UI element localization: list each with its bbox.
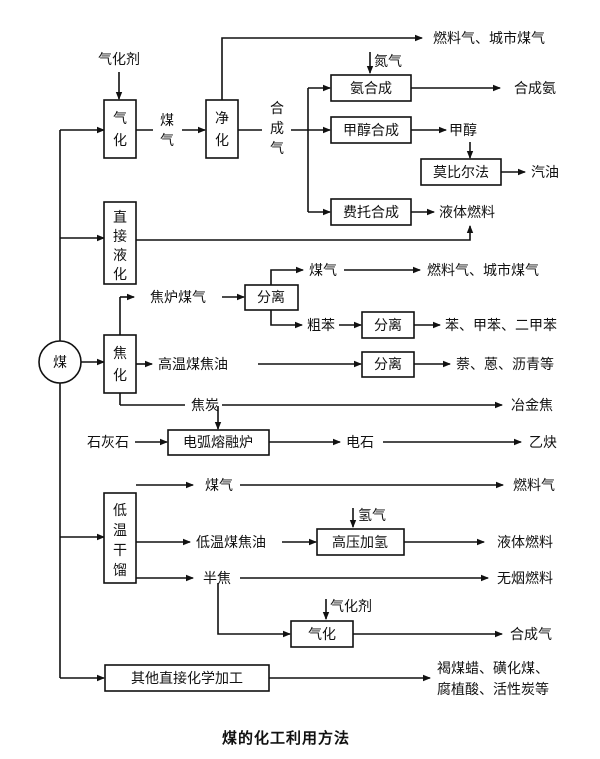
purify-box-char-1: 净	[215, 111, 229, 127]
syngas-label-char-3: 气	[270, 141, 284, 157]
lowtemp-tar-label: 低温煤焦油	[196, 535, 266, 551]
lowtemp-gasify-label: 气化	[308, 627, 336, 643]
gasification-agent-label: 气化剂	[98, 52, 140, 68]
separate-box-2	[361, 311, 415, 339]
semicoke-to-gasify-arrow	[217, 583, 291, 638]
hydrogenation-label: 高压加氢	[332, 534, 388, 551]
lowtemp-box	[103, 492, 137, 584]
methanol-synthesis-label: 甲醇合成	[343, 122, 399, 139]
other-products-line-2: 腐植酸、活性炭等	[437, 681, 549, 698]
separate-label-1: 分离	[257, 289, 285, 306]
liquefaction-box-char-1: 直	[113, 209, 127, 226]
acetylene-product: 乙炔	[529, 435, 557, 451]
fuel-gas-product: 燃料气、城市煤气	[433, 30, 545, 47]
lowtemp-box-char-4: 馏	[113, 563, 127, 579]
separate-label-2: 分离	[374, 317, 402, 334]
methanol-label: 甲醇	[449, 122, 477, 139]
purify-box	[205, 99, 239, 159]
crude-benzene-label: 粗苯	[307, 317, 335, 334]
tar-products: 萘、蒽、沥青等	[456, 356, 554, 373]
mobil-process-box	[420, 158, 502, 186]
coking-box-char-1: 焦	[113, 346, 127, 362]
liquefaction-to-liquid-fuel-arrow	[136, 225, 474, 241]
other-products-line-1: 褐煤蜡、磺化煤、	[437, 661, 549, 677]
coal-label: 煤	[53, 355, 67, 371]
syngas-label-char-1: 合	[270, 101, 284, 117]
coking-box	[103, 334, 137, 394]
lowtemp-box-char-3: 干	[113, 543, 127, 559]
other-processing-box	[104, 664, 270, 692]
limestone-label: 石灰石	[87, 435, 129, 451]
fischer-tropsch-label: 费托合成	[343, 205, 399, 221]
fuel-gas-arrow	[221, 34, 423, 100]
semicoke-label: 半焦	[203, 571, 231, 587]
ammonia-synthesis-label: 氨合成	[350, 81, 392, 97]
coking-box-char-2: 化	[113, 368, 127, 384]
lowtemp-box-char-2: 温	[113, 523, 127, 539]
syngas-label-char-2: 成	[270, 121, 284, 137]
carbide-label: 电石	[346, 435, 374, 451]
gasoline-product: 汽油	[531, 165, 559, 181]
diagram-caption: 煤的化工利用方法	[222, 729, 350, 747]
liquid-fuel-product: 液体燃料	[439, 204, 495, 221]
arc-furnace-box	[167, 429, 270, 456]
separate-label-3: 分离	[374, 356, 402, 373]
lowtemp-syngas-product: 合成气	[510, 627, 552, 643]
coke-gas-label: 煤气	[309, 263, 337, 279]
gasification-box-char-1: 气	[113, 111, 127, 127]
lowtemp-fuel-gas-product: 燃料气	[513, 477, 555, 494]
coke-label: 焦炭	[191, 398, 219, 414]
oven-gas-label: 焦炉煤气	[150, 290, 206, 306]
nitrogen-label: 氮气	[374, 54, 402, 70]
coal-gas-label-char-2: 气	[160, 133, 174, 149]
lowtemp-box-char-1: 低	[113, 503, 127, 519]
purify-box-char-2: 化	[215, 133, 229, 149]
gasification-box-char-2: 化	[113, 133, 127, 149]
crude-benzene-arrow	[270, 310, 303, 329]
liquefaction-box-char-2: 接	[113, 228, 127, 245]
tar-label: 高温煤焦油	[158, 356, 228, 373]
arc-furnace-label: 电弧熔融炉	[183, 435, 253, 451]
benzene-products: 苯、甲苯、二甲苯	[445, 317, 557, 334]
lowtemp-agent-label: 气化剂	[330, 599, 372, 615]
hydrogen-label: 氢气	[358, 508, 386, 524]
fischer-tropsch-box	[330, 198, 412, 226]
liquefaction-box-char-3: 液	[113, 248, 127, 264]
coke-gas-arrow	[270, 266, 304, 285]
lowtemp-gas-label: 煤气	[205, 478, 233, 494]
methanol-synthesis-box	[330, 116, 412, 144]
coal-gas-label-char-1: 煤	[160, 113, 174, 129]
met-coke-product: 冶金焦	[511, 398, 553, 414]
mobil-process-label: 莫比尔法	[433, 165, 489, 181]
gasification-box	[103, 99, 137, 159]
liquefaction-box	[103, 201, 137, 285]
hydrogenation-box	[316, 528, 405, 556]
smokeless-fuel-product: 无烟燃料	[497, 570, 553, 587]
liquefaction-box-char-4: 化	[113, 267, 127, 283]
ammonia-product: 合成氨	[514, 81, 556, 97]
coke-fuel-gas-product: 燃料气、城市煤气	[427, 262, 539, 279]
lowtemp-liquid-fuel-product: 液体燃料	[497, 534, 553, 551]
other-processing-label: 其他直接化学加工	[131, 670, 243, 687]
